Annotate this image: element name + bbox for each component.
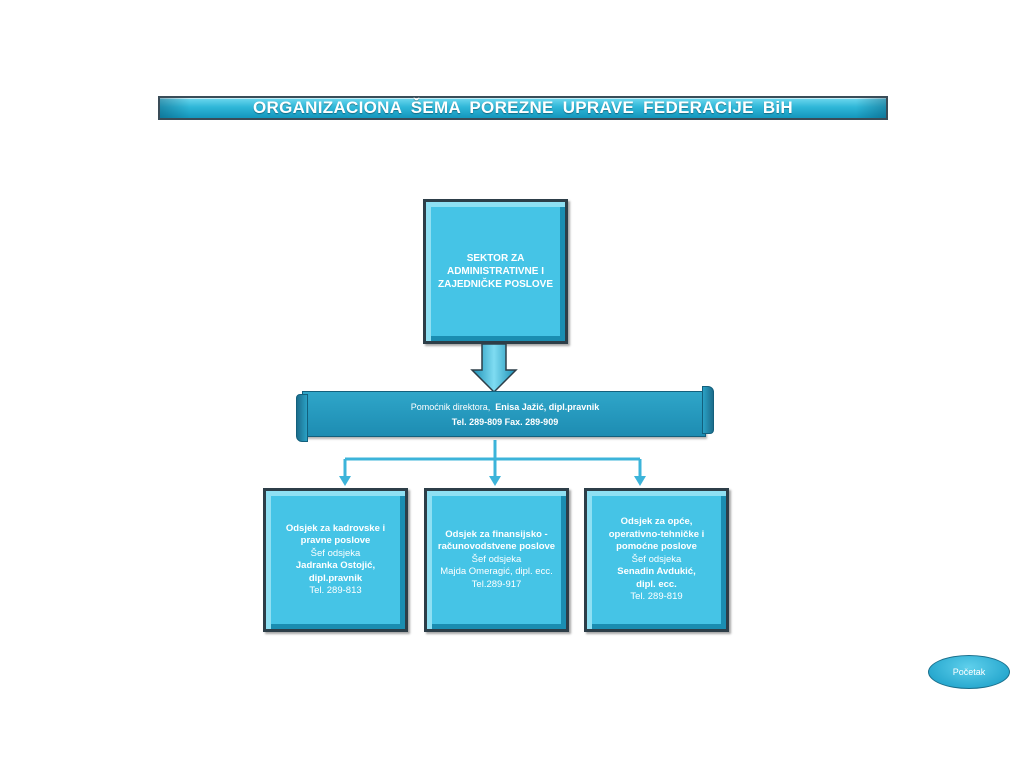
department-name: Odsjek za finansijsko - (445, 528, 548, 540)
department-head: Jadranka Ostojić, (295, 560, 376, 571)
assistant-name: Enisa Jažić, dipl.pravnik (495, 402, 600, 412)
department-name: Odsjek za opće, (620, 516, 693, 528)
assistant-role: Pomoćnik direktora, (410, 402, 491, 412)
branch-arrowheads (339, 476, 646, 486)
sector-line: SEKTOR ZA (466, 253, 525, 264)
department-role: Šef odsjeka (631, 553, 682, 565)
sector-line: ADMINISTRATIVNE I (446, 266, 545, 277)
home-button[interactable]: Početak (928, 655, 1010, 689)
department-box-finance: Odsjek za finansijsko - računovodstvene … (424, 488, 569, 632)
home-button-label: Početak (952, 667, 986, 677)
down-arrow (470, 343, 518, 394)
department-name: računovodstvene poslove (437, 541, 556, 553)
department-head: dipl. ecc. (636, 578, 677, 590)
department-head: dipl.pravnik (308, 572, 363, 584)
department-box-hr-legal: Odsjek za kadrovske i pravne poslove Šef… (263, 488, 408, 632)
assistant-banner: Pomoćnik direktora, Enisa Jažić, dipl.pr… (296, 386, 714, 442)
sector-label: SEKTOR ZA ADMINISTRATIVNE I ZAJEDNIČKE P… (436, 252, 556, 291)
branch-connectors (343, 440, 642, 478)
page-title: ORGANIZACIONA ŠEMA POREZNE UPRAVE FEDERA… (252, 98, 794, 117)
department-name: pravne poslove (300, 535, 371, 546)
banner-curl-right (702, 386, 714, 434)
department-name: pomoćne poslove (616, 541, 697, 553)
sector-line: ZAJEDNIČKE POSLOVE (437, 279, 554, 290)
assistant-banner-body (302, 391, 706, 437)
title-banner: ORGANIZACIONA ŠEMA POREZNE UPRAVE FEDERA… (158, 96, 888, 120)
department-phone: Tel.289-917 (471, 578, 522, 590)
department-info: Odsjek za finansijsko - računovodstvene … (434, 529, 560, 592)
department-head: Senadin Avdukić, (617, 566, 696, 578)
department-info: Odsjek za opće, operativno-tehničke i po… (594, 516, 720, 604)
assistant-contact: Tel. 289-809 Fax. 289-909 (451, 417, 559, 427)
department-name: Odsjek za kadrovske i (285, 522, 386, 534)
department-name: operativno-tehničke i (608, 528, 705, 540)
department-head: Majda Omeragić, dipl. ecc. (440, 566, 553, 578)
department-role: Šef odsjeka (310, 547, 361, 559)
department-box-general: Odsjek za opće, operativno-tehničke i po… (584, 488, 729, 632)
department-role: Šef odsjeka (471, 553, 522, 565)
department-phone: Tel. 289-813 (309, 585, 362, 596)
department-phone: Tel. 289-819 (630, 591, 683, 603)
sector-box: SEKTOR ZA ADMINISTRATIVNE I ZAJEDNIČKE P… (423, 199, 568, 344)
department-info: Odsjek za kadrovske i pravne poslove Šef… (273, 523, 399, 598)
assistant-info: Pomoćnik direktora, Enisa Jažić, dipl.pr… (316, 400, 694, 430)
banner-curl-left (296, 394, 308, 442)
